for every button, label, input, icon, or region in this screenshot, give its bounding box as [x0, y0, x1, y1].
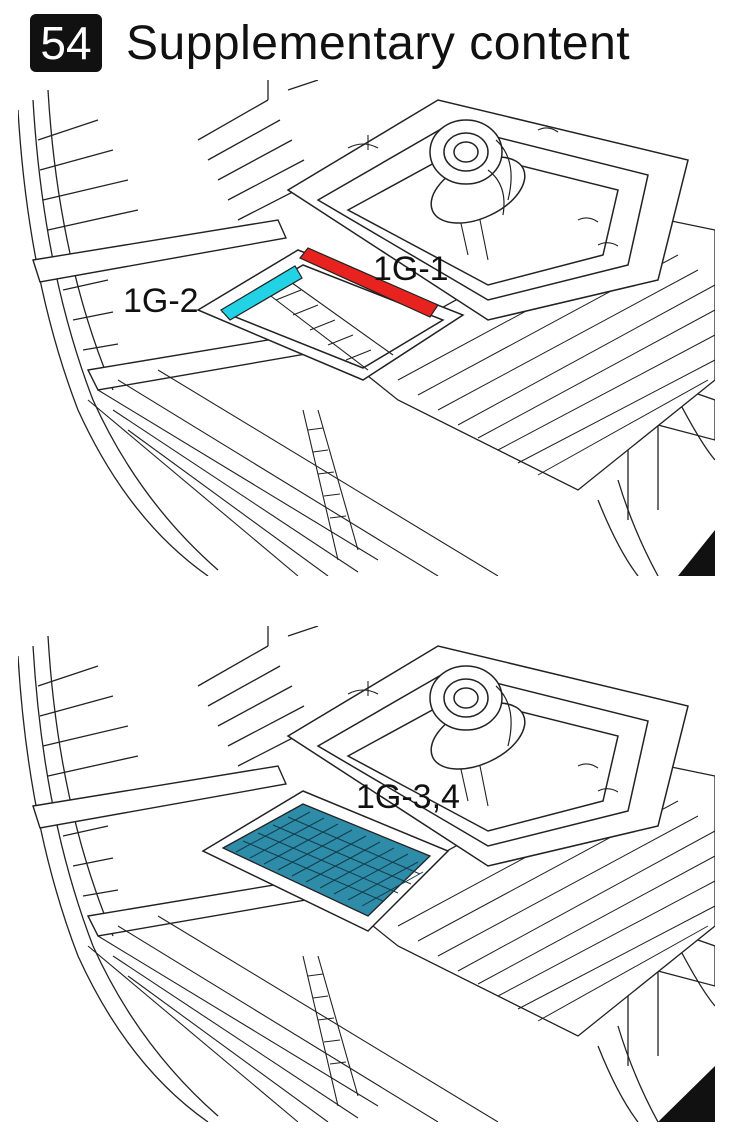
page-header: 54 Supplementary content: [30, 12, 630, 74]
hatch-ladder: [262, 279, 394, 561]
hull-deck-drawing-1: 1G-1 1G-2: [18, 80, 715, 576]
grating-1g-3-4: [221, 803, 432, 917]
assembly-illustration-1: 1G-1 1G-2: [18, 80, 715, 576]
part-1g-1-highlight: [299, 247, 439, 318]
part-label-1g-1: 1G-1: [373, 250, 449, 288]
part-label-1g-2: 1G-2: [123, 282, 199, 320]
step-number-badge: 54: [30, 14, 102, 72]
grating-pattern: [235, 811, 424, 907]
part-1g-2-highlight: [220, 265, 303, 321]
cannon: [429, 119, 526, 224]
hull-deck-drawing-2: 1G-3,4: [18, 626, 715, 1122]
hatch-ladder-below: [302, 955, 359, 1107]
cannon: [429, 665, 526, 770]
page-title: Supplementary content: [126, 16, 631, 70]
corner-shadow: [658, 1066, 715, 1122]
part-label-1g-3-4: 1G-3,4: [356, 778, 460, 816]
assembly-illustration-2: 1G-3,4: [18, 626, 715, 1122]
corner-shadow: [678, 530, 715, 576]
